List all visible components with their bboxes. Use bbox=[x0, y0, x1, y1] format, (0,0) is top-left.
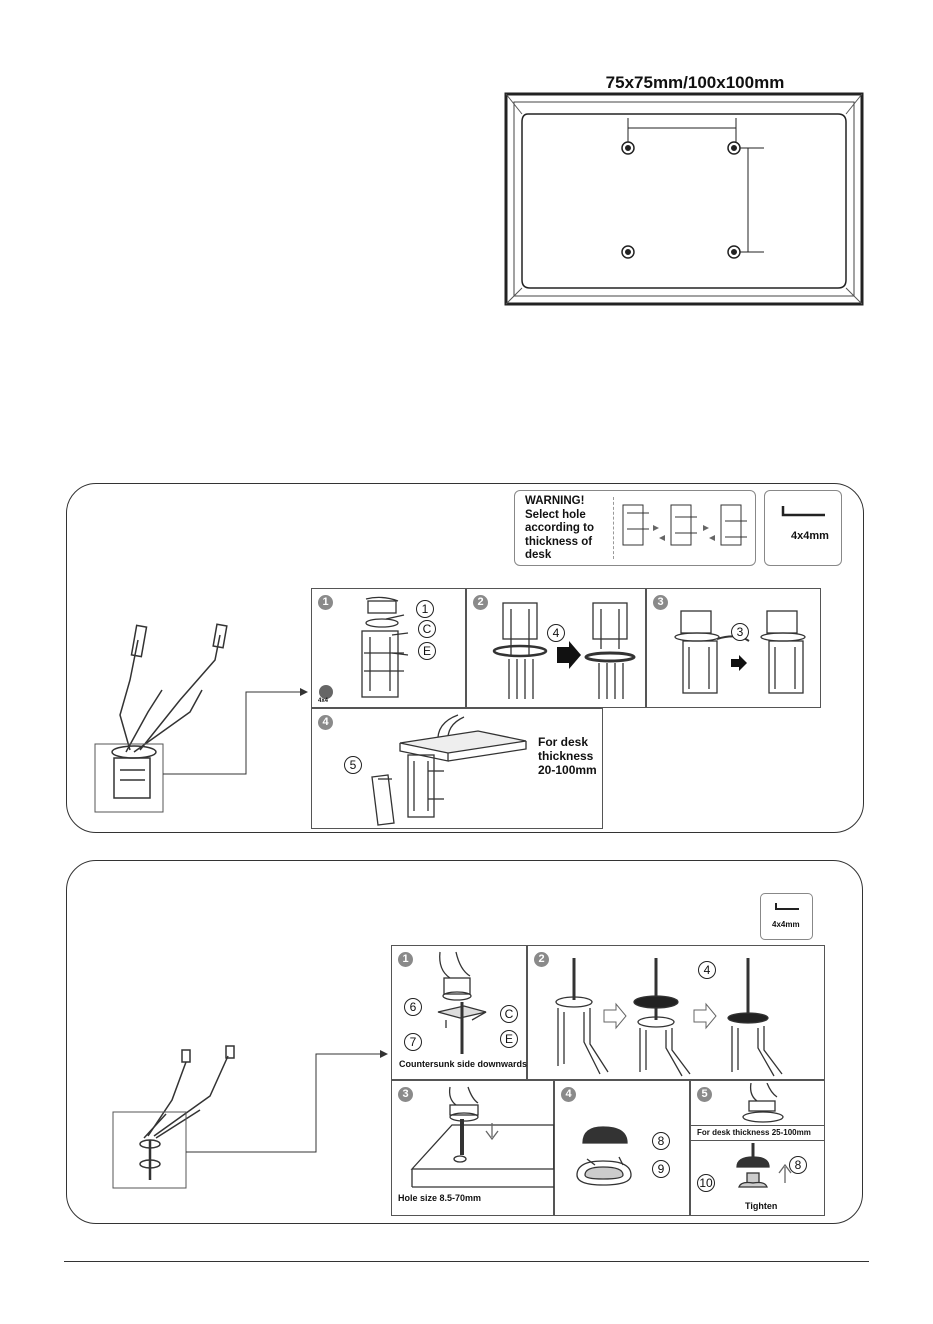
part-callout-6: 6 bbox=[404, 998, 422, 1016]
grommet-step-5-top-illustration bbox=[735, 1083, 795, 1125]
step-number-badge: 4 bbox=[318, 715, 333, 730]
part-callout-5: 5 bbox=[344, 756, 362, 774]
part-callout-c: C bbox=[500, 1005, 518, 1023]
part-callout-c: C bbox=[418, 620, 436, 638]
grommet-step-2-box: 2 4 bbox=[527, 945, 825, 1080]
part-callout-4: 4 bbox=[547, 624, 565, 642]
part-callout-3: 3 bbox=[731, 623, 749, 641]
dual-arm-grommet-overview-illustration bbox=[110, 1040, 395, 1195]
clamp-step-4-illustration bbox=[348, 713, 538, 827]
desk-thickness-note: For desk thickness 20-100mm bbox=[538, 735, 602, 777]
tool-size-label: 4x4mm bbox=[772, 920, 800, 929]
clamp-hole-options-illustration bbox=[619, 499, 755, 561]
hex-key-tool-box: 4x4mm bbox=[760, 893, 813, 940]
countersunk-note: Countersunk side downwards bbox=[399, 1059, 527, 1069]
hex-key-tool-box: 4x4mm bbox=[764, 490, 842, 566]
step-number-badge: 5 bbox=[697, 1087, 712, 1102]
vesa-monitor-back-diagram bbox=[500, 92, 868, 308]
step-number-badge: 1 bbox=[318, 595, 333, 610]
part-callout-8: 8 bbox=[789, 1156, 807, 1174]
grommet-step-3-illustration bbox=[406, 1085, 554, 1193]
step-number-badge: 2 bbox=[473, 595, 488, 610]
tool-size-label: 4x4mm bbox=[791, 529, 829, 543]
hex-key-icon bbox=[779, 503, 829, 525]
clamp-step-3-illustration bbox=[667, 603, 817, 703]
clamp-step-2-illustration bbox=[487, 599, 643, 707]
part-callout-4: 4 bbox=[698, 961, 716, 979]
grommet-step-2-illustration bbox=[544, 954, 824, 1079]
part-callout-8: 8 bbox=[652, 1132, 670, 1150]
footer-rule bbox=[64, 1261, 869, 1262]
hole-size-note: Hole size 8.5-70mm bbox=[398, 1193, 481, 1203]
desk-thickness-note: For desk thickness 25-100mm bbox=[697, 1128, 811, 1137]
part-callout-e: E bbox=[500, 1030, 518, 1048]
vesa-size-title: 75x75mm/100x100mm bbox=[545, 73, 845, 93]
hex-key-icon bbox=[319, 685, 333, 699]
hex-key-icon bbox=[773, 901, 801, 915]
grommet-step-4-box: 4 8 9 bbox=[554, 1080, 690, 1216]
warning-text: WARNING! Select hole according to thickn… bbox=[525, 495, 603, 563]
clamp-step-3-box: 3 3 bbox=[646, 588, 821, 708]
grommet-step-5-bottom-illustration bbox=[721, 1143, 801, 1199]
grommet-step-1-box: 1 6 C 7 E Countersunk side downwards bbox=[391, 945, 527, 1080]
hex-key-size-label: 4x4 bbox=[318, 698, 328, 704]
tighten-label: Tighten bbox=[745, 1201, 777, 1211]
part-callout-10: 10 bbox=[697, 1174, 715, 1192]
step-number-badge: 1 bbox=[398, 952, 413, 967]
step-number-badge: 3 bbox=[653, 595, 668, 610]
grommet-step-4-illustration bbox=[573, 1121, 663, 1193]
warning-box: WARNING! Select hole according to thickn… bbox=[514, 490, 756, 566]
part-callout-1: 1 bbox=[416, 600, 434, 618]
clamp-step-1-illustration bbox=[342, 595, 422, 705]
part-callout-e: E bbox=[418, 642, 436, 660]
warning-divider bbox=[613, 497, 614, 559]
dual-arm-clamp-overview-illustration bbox=[90, 620, 320, 820]
clamp-step-1-box: 1 1 C E 4x4 bbox=[311, 588, 466, 708]
part-callout-7: 7 bbox=[404, 1033, 422, 1051]
step-number-badge: 4 bbox=[561, 1087, 576, 1102]
clamp-step-2-box: 2 4 bbox=[466, 588, 646, 708]
grommet-step-5-box: 5 For desk thickness 25-100mm 8 10 Tight… bbox=[690, 1080, 825, 1216]
clamp-step-4-box: 4 5 For desk thickness 20-100mm bbox=[311, 708, 603, 829]
part-callout-9: 9 bbox=[652, 1160, 670, 1178]
grommet-step-3-box: 3 Hole size 8.5-70mm bbox=[391, 1080, 554, 1216]
